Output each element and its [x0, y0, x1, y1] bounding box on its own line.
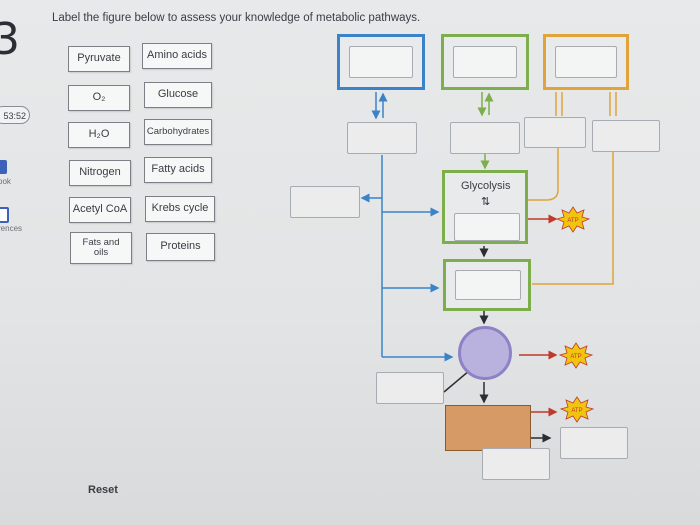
glycolysis-box: Glycolysis ⇅ [442, 170, 528, 244]
atp-starburst-3 [559, 396, 595, 423]
drop-zone-electron-bottom[interactable] [482, 448, 550, 480]
timer: 53:52 [0, 106, 30, 124]
label-h2o[interactable]: H₂O [68, 122, 130, 148]
glycolysis-label: Glycolysis [461, 180, 511, 192]
reset-button[interactable]: Reset [88, 484, 118, 496]
instructions: Label the figure below to assess your kn… [52, 12, 421, 24]
atp-starburst-2 [558, 342, 594, 369]
label-fatty-acids[interactable]: Fatty acids [144, 157, 212, 183]
ebook-icon[interactable] [0, 160, 7, 174]
label-fats-and-oils[interactable]: Fats and oils [70, 232, 132, 264]
label-carbohydrates[interactable]: Carbohydrates [144, 119, 212, 145]
red-arrows [519, 214, 558, 417]
electron-transport-box [445, 405, 531, 451]
drop-zone-acetyl-coa[interactable] [455, 270, 521, 300]
label-o2[interactable]: O₂ [68, 85, 130, 111]
drop-zone-krebs-byproduct[interactable] [376, 372, 444, 404]
label-glucose[interactable]: Glucose [144, 82, 212, 108]
question-number: 3 [0, 14, 20, 65]
drop-zone-blue-intermediate[interactable] [347, 122, 417, 154]
label-amino-acids[interactable]: Amino acids [142, 43, 212, 69]
atp-text-1: ATP [567, 218, 578, 224]
drop-zone-blue-source[interactable] [349, 46, 413, 78]
green-source-box [441, 34, 529, 90]
drop-zone-green-intermediate[interactable] [450, 122, 520, 154]
atp-text-2: ATP [570, 354, 581, 360]
drop-zone-orange-source[interactable] [555, 46, 617, 78]
krebs-cycle-circle [458, 326, 512, 380]
label-krebs-cycle[interactable]: Krebs cycle [145, 196, 215, 222]
orange-source-box [543, 34, 629, 90]
drop-zone-blue-byproduct[interactable] [290, 186, 360, 218]
reversible-arrows-icon: ⇅ [481, 196, 491, 208]
green-arrows [477, 92, 494, 404]
label-acetyl-coa[interactable]: Acetyl CoA [69, 197, 131, 223]
drop-zone-electron-output[interactable] [560, 427, 628, 459]
ebook-label[interactable]: ook [0, 177, 11, 186]
references-icon[interactable] [0, 207, 9, 223]
blue-source-box [337, 34, 425, 90]
atp-text-3: ATP [571, 408, 582, 414]
drop-zone-orange-intermediate-1[interactable] [524, 117, 586, 148]
label-proteins[interactable]: Proteins [146, 233, 215, 261]
drop-zone-glycolysis-product[interactable] [454, 213, 520, 241]
label-nitrogen[interactable]: Nitrogen [69, 160, 131, 186]
orange-arrows [528, 92, 617, 285]
blue-arrows [360, 92, 454, 362]
drop-zone-green-source[interactable] [453, 46, 517, 78]
atp-starburst-1 [555, 206, 591, 233]
references-label[interactable]: rences [0, 224, 23, 233]
label-pyruvate[interactable]: Pyruvate [68, 46, 130, 72]
drop-zone-orange-intermediate-2[interactable] [592, 120, 660, 152]
acetyl-coa-box [443, 259, 531, 311]
